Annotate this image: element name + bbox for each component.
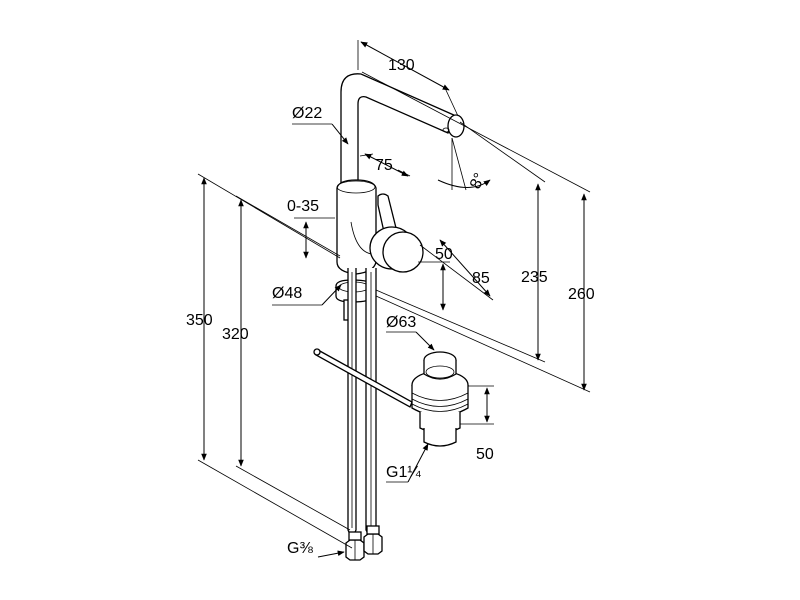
supply-nut-right — [363, 525, 383, 555]
label-shank-320: 320 — [222, 326, 249, 343]
handle-disc-front — [382, 231, 424, 273]
label-drain-thread: G1¼ — [386, 464, 421, 481]
spout-aerator — [442, 127, 450, 133]
lever-stem — [377, 193, 397, 233]
drain-thread-2 — [411, 398, 469, 407]
label-spout-angle: 8° — [467, 171, 489, 192]
popup-rod — [315, 349, 413, 408]
label-lever-depth: 75 — [375, 157, 393, 174]
dimensions — [197, 40, 591, 558]
label-drain-diameter: Ø63 — [386, 314, 416, 331]
label-supply-thread: G⅜ — [287, 540, 313, 557]
label-shank-350: 350 — [186, 312, 213, 329]
faucet-body — [336, 179, 377, 275]
label-base-diameter: Ø48 — [272, 285, 302, 302]
popup-rod-knob — [313, 348, 321, 356]
drain-assembly — [313, 348, 469, 447]
drain-tail — [423, 428, 457, 447]
drain-thread-3 — [411, 403, 469, 412]
label-handle-50: 50 — [435, 246, 453, 263]
label-spout-reach: 130 — [388, 57, 415, 74]
body-recess — [350, 221, 373, 255]
label-total-height: 260 — [568, 286, 595, 303]
label-handle-85: 85 — [472, 270, 490, 287]
dimension-labels: 130 Ø22 75 8° 0-35 50 85 Ø48 235 260 350… — [186, 57, 595, 557]
label-drain-height: 50 — [476, 446, 494, 463]
drain-plug-ring — [425, 365, 455, 379]
body-top — [336, 180, 376, 194]
supply-nut-left — [345, 531, 365, 561]
label-handle-offset: 0-35 — [287, 198, 319, 215]
spout-pipe — [340, 73, 457, 186]
label-spout-diameter: Ø22 — [292, 105, 322, 122]
drain-plug — [423, 360, 457, 380]
drain-thread-1 — [411, 392, 469, 401]
faucet — [335, 73, 465, 561]
label-outlet-height: 235 — [521, 269, 548, 286]
